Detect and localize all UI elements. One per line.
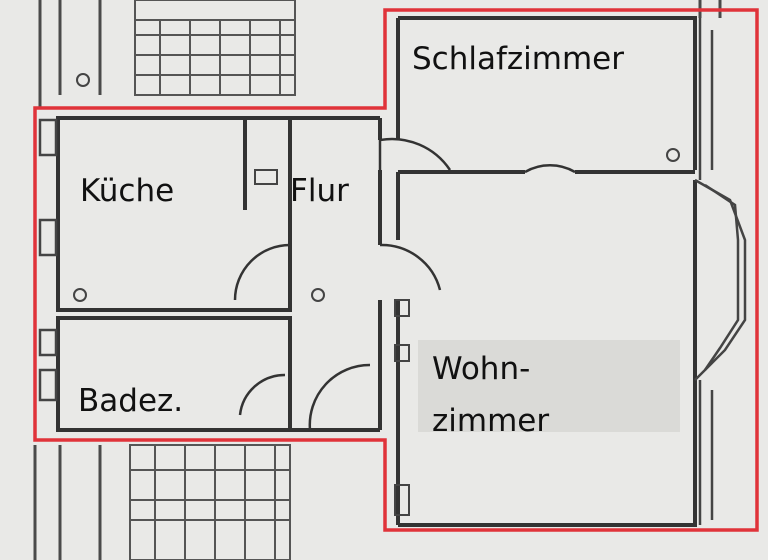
door-swings: [233, 137, 576, 431]
neighbor-walls: [33, 0, 722, 560]
apartment-outline: [33, 8, 759, 532]
label-badez: Badez.: [78, 383, 184, 419]
label-schlafzimmer: Schlafzimmer: [412, 41, 624, 77]
fixtures: [73, 73, 680, 516]
stairwell-top: [134, 0, 296, 96]
left-windows: [38, 118, 58, 402]
label-flur: Flur: [290, 173, 349, 209]
label-shade: [418, 340, 680, 432]
bay-window: [694, 18, 747, 525]
label-kueche: Küche: [80, 173, 175, 209]
label-wohnzimmer-line2: zimmer: [432, 403, 550, 439]
apartment-walls: [56, 16, 697, 527]
label-wohnzimmer-line1: Wohn-: [432, 351, 531, 387]
stairwell-bottom: [129, 444, 291, 560]
